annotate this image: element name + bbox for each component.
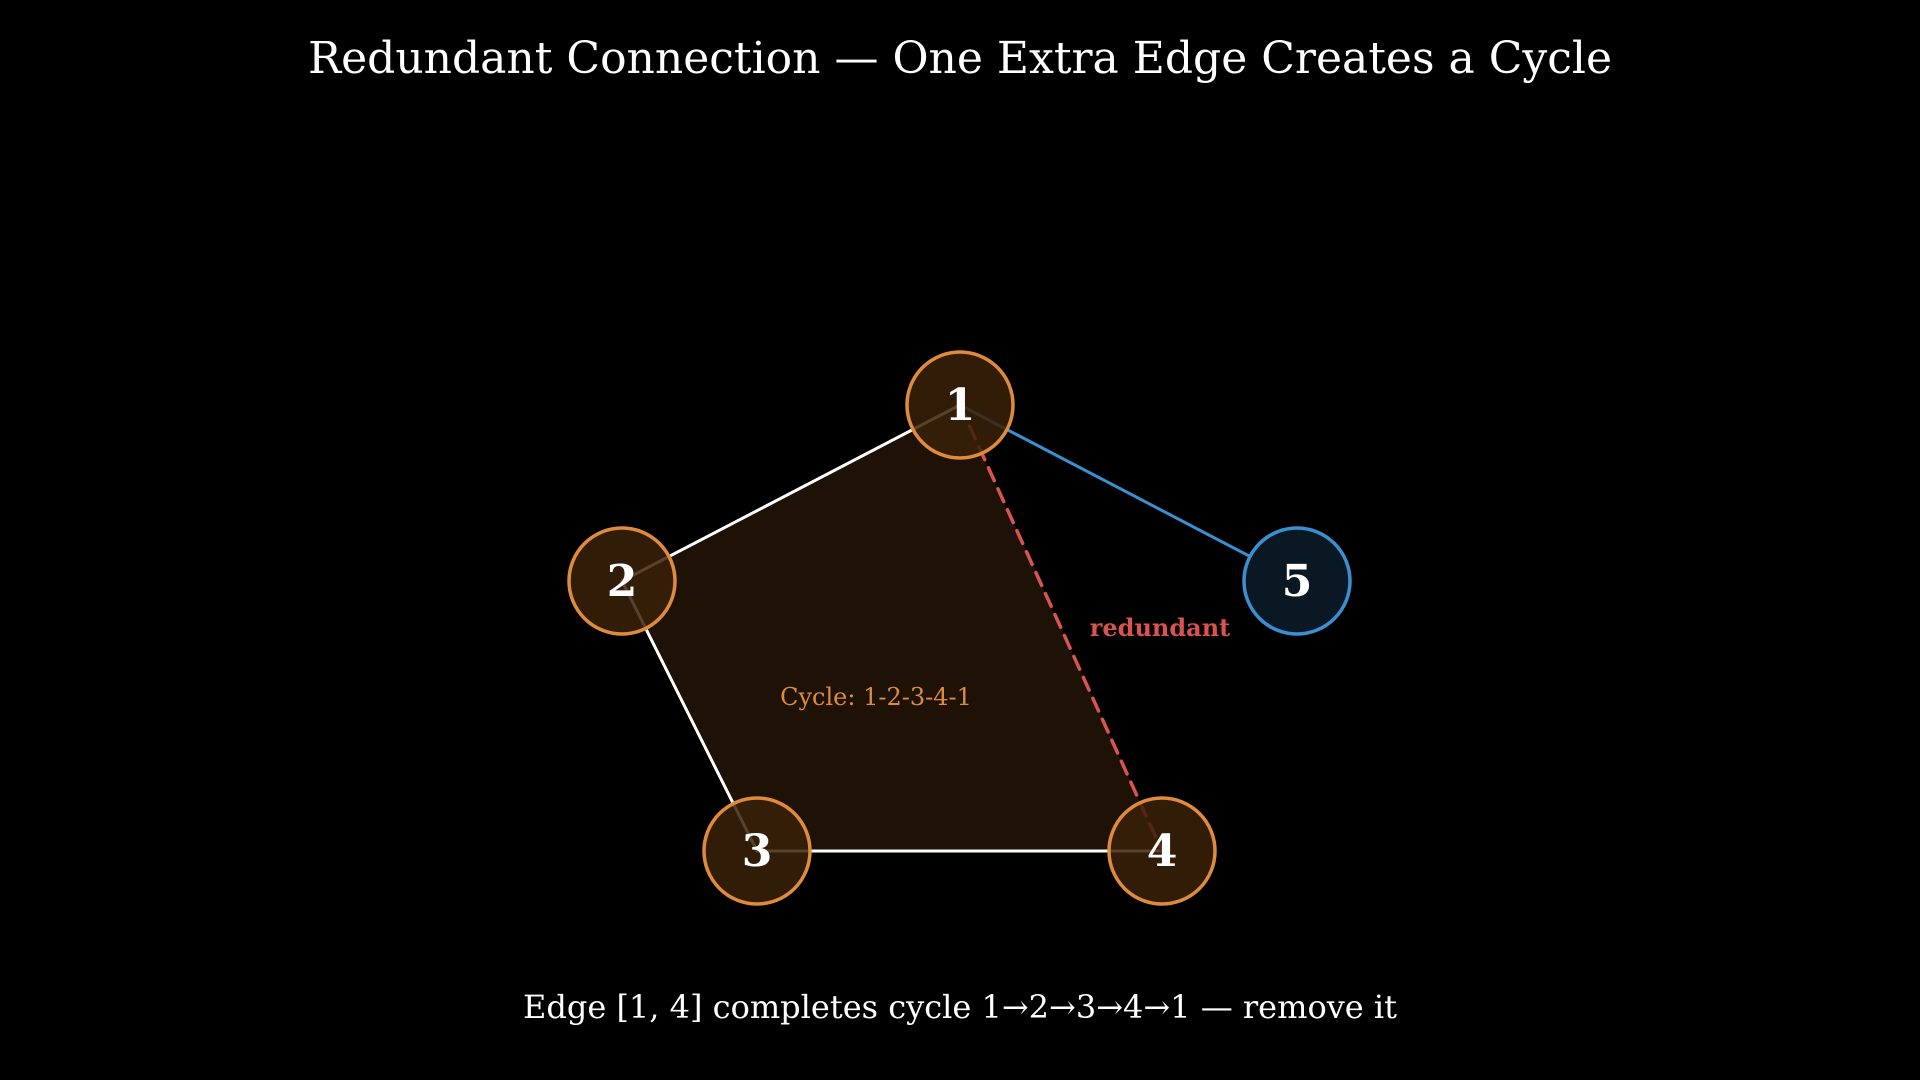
nodes-layer: 1 2 3 4 5 bbox=[567, 350, 1352, 906]
cycle-region-layer bbox=[622, 405, 1162, 851]
cycle-label: Cycle: 1-2-3-4-1 bbox=[780, 683, 972, 711]
node-label: 3 bbox=[742, 826, 773, 877]
node-3: 3 bbox=[702, 796, 812, 906]
node-1: 1 bbox=[905, 350, 1015, 460]
redundant-edge-label: redundant bbox=[1090, 613, 1230, 642]
edge-1-5 bbox=[958, 403, 1299, 583]
diagram-caption: Edge [1, 4] completes cycle 1→2→3→4→1 — … bbox=[523, 988, 1397, 1026]
node-label: 1 bbox=[945, 380, 976, 431]
node-circle bbox=[1242, 526, 1352, 636]
node-label: 5 bbox=[1282, 556, 1313, 607]
cycle-region bbox=[622, 405, 1162, 851]
edge-1-4 bbox=[958, 403, 1164, 853]
node-circle bbox=[567, 526, 677, 636]
edge-1-2 bbox=[620, 403, 962, 583]
node-label: 2 bbox=[607, 556, 638, 607]
node-label: 4 bbox=[1147, 826, 1178, 877]
node-circle bbox=[702, 796, 812, 906]
node-5: 5 bbox=[1242, 526, 1352, 636]
diagram-title: Redundant Connection — One Extra Edge Cr… bbox=[308, 33, 1612, 84]
node-circle bbox=[905, 350, 1015, 460]
node-2: 2 bbox=[567, 526, 677, 636]
node-circle bbox=[1107, 796, 1217, 906]
node-4: 4 bbox=[1107, 796, 1217, 906]
